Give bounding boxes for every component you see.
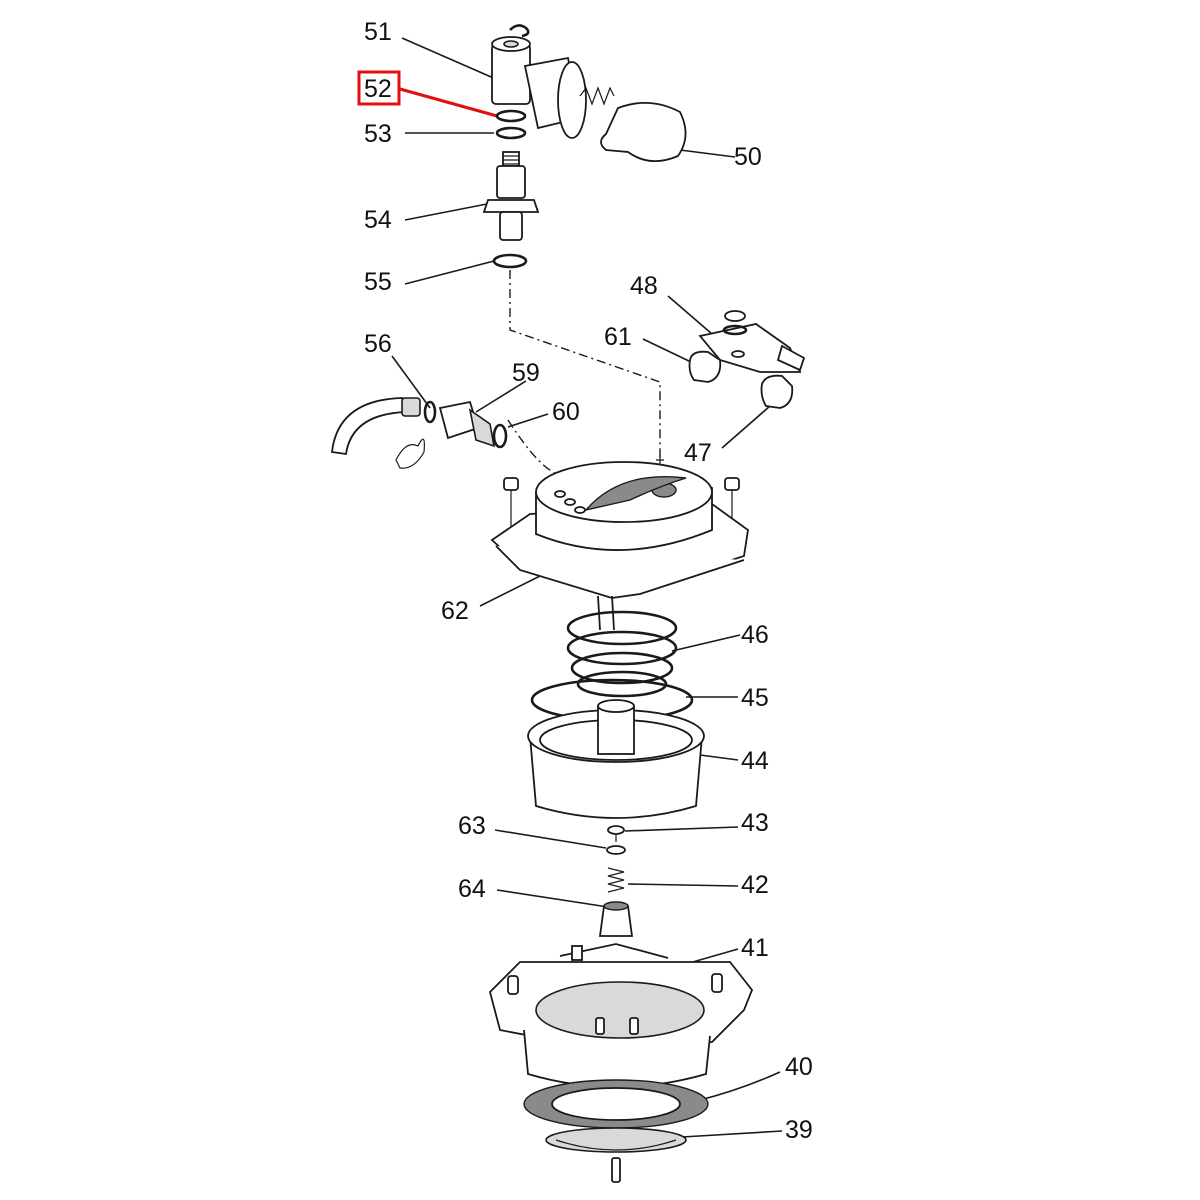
label-53: 53 <box>364 120 392 148</box>
circlip <box>509 24 530 38</box>
o-ring-52 <box>495 109 527 123</box>
leader-56 <box>391 355 431 409</box>
assembly-axes <box>507 270 661 476</box>
leader-61 <box>642 338 692 363</box>
valve-body-51 <box>491 43 531 105</box>
leader-50 <box>679 149 736 158</box>
label-63: 63 <box>458 812 486 840</box>
washer-60 <box>492 423 508 449</box>
side-fitting-assembly <box>331 397 508 469</box>
spring-42 <box>607 867 625 893</box>
label-40: 40 <box>785 1053 813 1081</box>
bottom-screw <box>611 1157 621 1183</box>
leader-52 <box>399 87 498 118</box>
label-61: 61 <box>604 323 632 351</box>
leader-lines <box>391 37 783 1138</box>
label-39: 39 <box>785 1116 813 1144</box>
leader-59 <box>475 380 527 413</box>
leader-63 <box>494 829 607 849</box>
leader-42 <box>627 883 739 887</box>
filter-39 <box>545 1127 687 1153</box>
label-41: 41 <box>741 934 769 962</box>
leader-47 <box>721 405 771 449</box>
label-56: 56 <box>364 330 392 358</box>
fitting-56 <box>401 397 421 417</box>
leader-64 <box>496 889 609 908</box>
o-ring-53 <box>495 126 527 140</box>
leader-55 <box>404 260 495 285</box>
highlight-box-52 <box>357 70 401 106</box>
leader-51 <box>401 37 499 81</box>
label-59: 59 <box>512 359 540 387</box>
label-50: 50 <box>734 143 762 171</box>
pin-43 <box>607 825 625 835</box>
label-46: 46 <box>741 621 769 649</box>
cap-61 <box>688 350 722 383</box>
label-55: 55 <box>364 268 392 296</box>
label-52: 52 <box>364 75 392 103</box>
hose <box>331 397 408 456</box>
boiler-lid-62 <box>490 455 749 599</box>
knob-50 <box>600 101 687 162</box>
leader-46 <box>671 634 741 652</box>
boiler-base-41 <box>488 943 754 1088</box>
leader-54 <box>404 202 493 221</box>
o-ring-55 <box>492 253 528 269</box>
boiler-body-44 <box>527 699 705 819</box>
leader-44 <box>699 754 739 761</box>
leader-39 <box>681 1130 783 1138</box>
leader-48 <box>667 295 713 335</box>
leader-60 <box>507 413 549 428</box>
label-62: 62 <box>441 597 469 625</box>
leader-43 <box>624 826 739 832</box>
label-44: 44 <box>741 747 769 775</box>
label-43: 43 <box>741 809 769 837</box>
cap-47 <box>760 374 794 409</box>
label-64: 64 <box>458 875 486 903</box>
label-54: 54 <box>364 206 392 234</box>
part-labels: 51 52 53 50 54 55 48 61 56 59 60 47 62 4… <box>364 18 813 1144</box>
valve-spring <box>579 86 615 106</box>
leader-62 <box>479 575 541 607</box>
leader-40 <box>699 1071 781 1101</box>
label-45: 45 <box>741 684 769 712</box>
label-42: 42 <box>741 871 769 899</box>
label-51: 51 <box>364 18 392 46</box>
steam-valve-assembly <box>482 24 687 269</box>
label-48: 48 <box>630 272 658 300</box>
bottom-parts <box>523 1079 709 1183</box>
label-47: 47 <box>684 439 712 467</box>
small-valve-parts <box>598 825 634 937</box>
washer-63 <box>606 845 626 855</box>
bracket-assembly <box>688 310 806 409</box>
label-60: 60 <box>552 398 580 426</box>
